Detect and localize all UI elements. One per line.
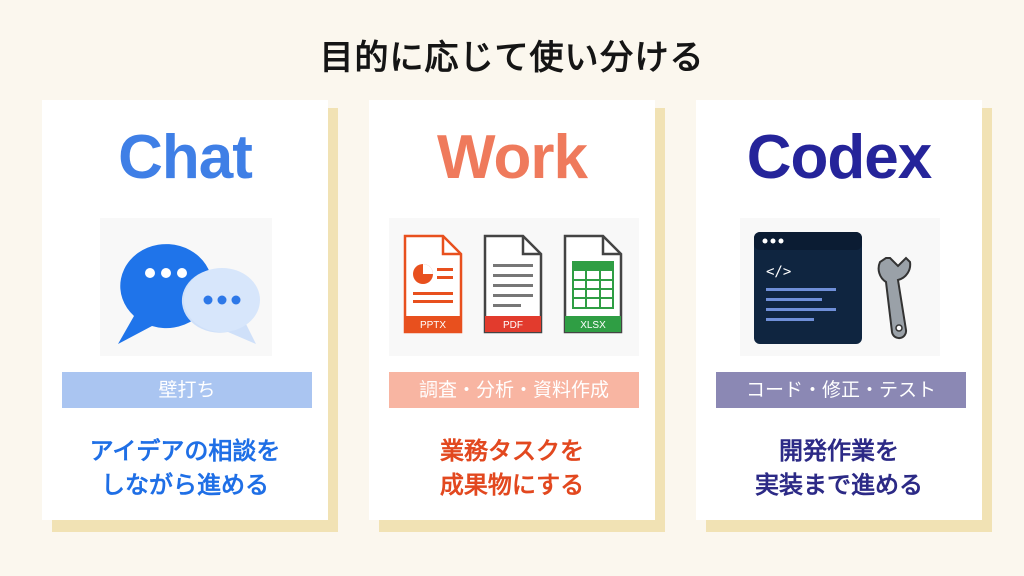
card-title-work: Work bbox=[437, 123, 588, 192]
card-title-codex: Codex bbox=[746, 123, 932, 192]
card-body: Work PPTX bbox=[369, 100, 655, 520]
file-label: PPTX bbox=[420, 320, 446, 331]
desc-codex: 開発作業を 実装まで進める bbox=[696, 434, 982, 502]
chat-bubbles-icon bbox=[100, 218, 272, 356]
tag-codex: コード・修正・テスト bbox=[716, 372, 966, 408]
terminal-wrench-icon: </> bbox=[740, 218, 940, 356]
desc-line: アイデアの相談を bbox=[89, 437, 281, 465]
tag-work: 調査・分析・資料作成 bbox=[389, 372, 639, 408]
page-title: 目的に応じて使い分ける bbox=[319, 38, 705, 78]
file-label: PDF bbox=[503, 320, 523, 331]
desc-line: 開発作業を bbox=[779, 437, 899, 465]
desc-work: 業務タスクを 成果物にする bbox=[369, 434, 655, 502]
desc-line: 実装まで進める bbox=[755, 471, 923, 499]
terminal-window-icon: </> bbox=[754, 232, 862, 344]
desc-line: しながら進める bbox=[101, 471, 269, 499]
desc-line: 成果物にする bbox=[439, 471, 585, 499]
file-label: XLSX bbox=[580, 320, 606, 331]
xlsx-file-icon: XLSX bbox=[563, 234, 623, 334]
card-title-chat: Chat bbox=[118, 123, 253, 192]
wrench-icon bbox=[877, 256, 912, 340]
card-chat: Chat 壁打ち アイデアの相談を しながら進める bbox=[42, 100, 338, 532]
svg-text:</>: </> bbox=[766, 264, 791, 280]
desc-chat: アイデアの相談を しながら進める bbox=[42, 434, 328, 502]
pdf-file-icon: PDF bbox=[483, 234, 543, 334]
tag-chat: 壁打ち bbox=[62, 372, 312, 408]
card-body: Codex </> bbox=[696, 100, 982, 520]
card-work: Work PPTX bbox=[369, 100, 665, 532]
desc-line: 業務タスクを bbox=[440, 437, 584, 465]
card-body: Chat 壁打ち アイデアの相談を しながら進める bbox=[42, 100, 328, 520]
document-files-icon: PPTX PDF bbox=[389, 218, 639, 356]
card-codex: Codex </> bbox=[696, 100, 992, 532]
pptx-file-icon: PPTX bbox=[403, 234, 463, 334]
